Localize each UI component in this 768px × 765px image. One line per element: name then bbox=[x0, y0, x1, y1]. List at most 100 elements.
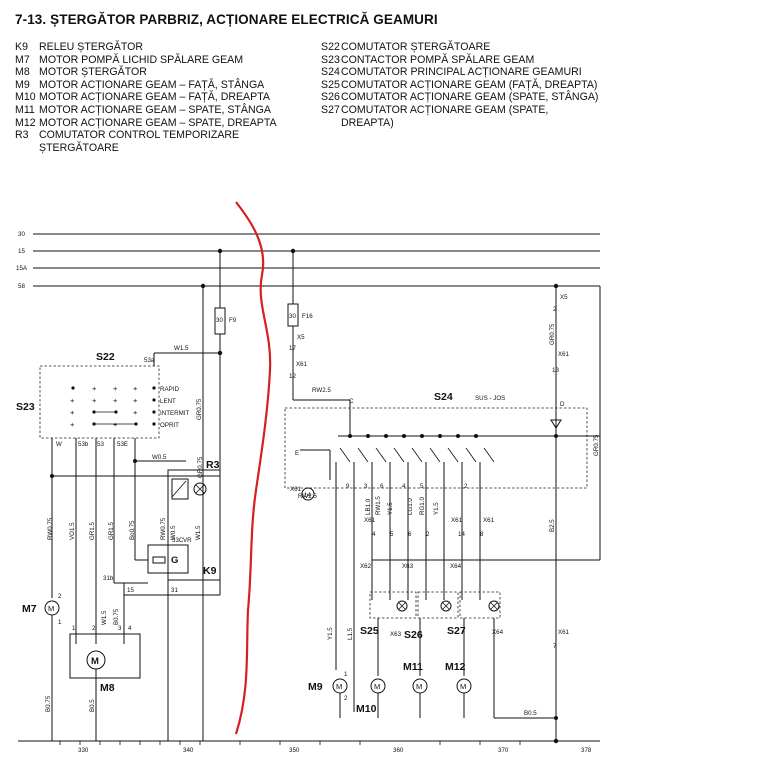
wire-label: GR0.75 bbox=[593, 434, 600, 456]
wire-label: GR0.75 bbox=[549, 323, 556, 345]
s22-contact-grid: + + + + + + + + + + + bbox=[70, 384, 156, 429]
pin-label: 9 bbox=[346, 483, 350, 490]
wire-label: Y1.5 bbox=[387, 502, 394, 515]
switch-contact bbox=[411, 447, 423, 463]
pin-label: 1 bbox=[72, 625, 76, 632]
wire-label: RG1.0 bbox=[419, 497, 426, 515]
wire-label: RW0.75 bbox=[47, 517, 54, 540]
wire-label: GR1.5 bbox=[89, 522, 96, 540]
pin-label: 17 bbox=[289, 345, 296, 352]
fuse-label: F16 bbox=[302, 313, 313, 320]
plus-mark: + bbox=[70, 396, 75, 405]
junction-dot bbox=[474, 434, 478, 438]
m8-box bbox=[69, 633, 141, 679]
m8-wiper-motor: M M8 1 2 3 4 B0.5 bbox=[69, 625, 141, 741]
connector-label: X62 bbox=[360, 563, 372, 570]
legend-code: R3 bbox=[15, 129, 29, 142]
connector-label: X61 bbox=[290, 486, 302, 493]
ruler-label: 330 bbox=[78, 747, 89, 754]
plus-mark: + bbox=[92, 396, 97, 405]
wire-label: W1.5 bbox=[195, 525, 202, 540]
plus-mark: + bbox=[113, 396, 118, 405]
pin-label: 31 bbox=[171, 587, 178, 594]
component-label: M7 bbox=[22, 603, 37, 615]
junction-dot bbox=[348, 434, 352, 438]
right-supply: 30 F16 X5 17 X61 12 RW2.5 X5 2 GR0.75 X6… bbox=[287, 248, 570, 741]
legend-code: M11 bbox=[15, 103, 35, 116]
relay-coil bbox=[147, 544, 189, 574]
legend-desc: MOTOR ACȚIONARE GEAM – SPATE, STÂNGA bbox=[39, 103, 271, 116]
switch-contact bbox=[375, 447, 387, 463]
legend-code: M12 bbox=[15, 116, 36, 129]
pin-label: 3 bbox=[118, 625, 122, 632]
pin-label: 12 bbox=[289, 373, 296, 380]
ground-ruler: 330 340 350 360 370 378 bbox=[18, 740, 600, 754]
contact-dot bbox=[152, 398, 156, 402]
s22-housing bbox=[39, 365, 160, 439]
plus-mark: + bbox=[113, 384, 118, 393]
legend-desc: COMUTATOR CONTROL TEMPORIZARE ȘTERGĂTOAR… bbox=[39, 129, 240, 154]
pin-label: 1 bbox=[344, 671, 348, 678]
junction-dot bbox=[50, 474, 54, 478]
component-label: M8 bbox=[100, 682, 115, 694]
pin-label: 5 bbox=[420, 483, 424, 490]
wire-label: LB1.0 bbox=[365, 498, 372, 515]
terminal-label: D bbox=[560, 401, 565, 408]
connector-circle bbox=[301, 487, 315, 501]
component-label: M11 bbox=[403, 661, 423, 673]
wire-label: GR0.75 bbox=[197, 456, 204, 478]
pin-label: 31b bbox=[103, 575, 114, 582]
connector-label: X5 bbox=[560, 294, 568, 301]
r3-resistor bbox=[171, 478, 189, 500]
position-label: INTERMIT bbox=[160, 410, 189, 417]
lamp-x bbox=[195, 484, 205, 494]
legend-code: S26 bbox=[321, 91, 340, 104]
wire-label: RW2.5 bbox=[312, 387, 331, 394]
wire-label: W0.5 bbox=[170, 525, 177, 540]
switch-contact bbox=[465, 447, 477, 463]
connector-label: X61 bbox=[451, 517, 463, 524]
pin-label: 14 bbox=[304, 492, 311, 499]
junction-dot bbox=[366, 434, 370, 438]
left-supply: 30 F9 W1.5 GR0.75 bbox=[154, 248, 237, 741]
legend-desc: COMUTATOR ACȚIONARE GEAM (FAȚĂ, DREAPTA) bbox=[341, 78, 598, 91]
bus-label: 58 bbox=[18, 283, 25, 290]
legend-desc: MOTOR ACȚIONARE GEAM – FAȚĂ, DREAPTA bbox=[39, 91, 270, 104]
wire-label: B0.5 bbox=[524, 710, 537, 717]
wire-label: Bo0.75 bbox=[129, 520, 136, 540]
k9-box bbox=[167, 469, 221, 581]
component-label: R3 bbox=[206, 459, 220, 471]
lamp-x bbox=[398, 602, 406, 610]
left-wiring: W0.5 RW0.75 VO1.5 GR1.5 GR1.5 Bo0.75 RW0… bbox=[47, 438, 220, 644]
junction-dot bbox=[554, 716, 558, 720]
contact-dot bbox=[152, 410, 156, 414]
legend-desc: MOTOR ACȚIONARE GEAM – FAȚĂ, STÂNGA bbox=[39, 78, 265, 91]
legend-item: M11 MOTOR ACȚIONARE GEAM – SPATE, STÂNGA bbox=[15, 104, 315, 117]
wire-label: B0.75 bbox=[45, 695, 52, 712]
component-label: S22 bbox=[96, 351, 115, 363]
terminal-label: C bbox=[349, 398, 354, 405]
wire-label: Y1.5 bbox=[433, 502, 440, 515]
legend-desc: RELEU ȘTERGĂTOR bbox=[39, 41, 143, 53]
legend-code: S27 bbox=[321, 103, 340, 116]
connector-label: X61 bbox=[483, 517, 495, 524]
wire-label: LG1.0 bbox=[407, 498, 414, 515]
plus-mark: + bbox=[133, 396, 138, 405]
switch-contact bbox=[357, 447, 369, 463]
legend-desc: MOTOR ȘTERGĂTOR bbox=[39, 66, 147, 79]
motor-symbol: M bbox=[91, 656, 99, 667]
s24-housing bbox=[284, 407, 588, 489]
connector-label: X63 bbox=[390, 631, 402, 638]
bus-label: 15 bbox=[18, 248, 25, 255]
pin-label: 6 bbox=[380, 483, 384, 490]
pin-label: 3 bbox=[364, 483, 368, 490]
fuse-label: 30 bbox=[216, 317, 223, 324]
